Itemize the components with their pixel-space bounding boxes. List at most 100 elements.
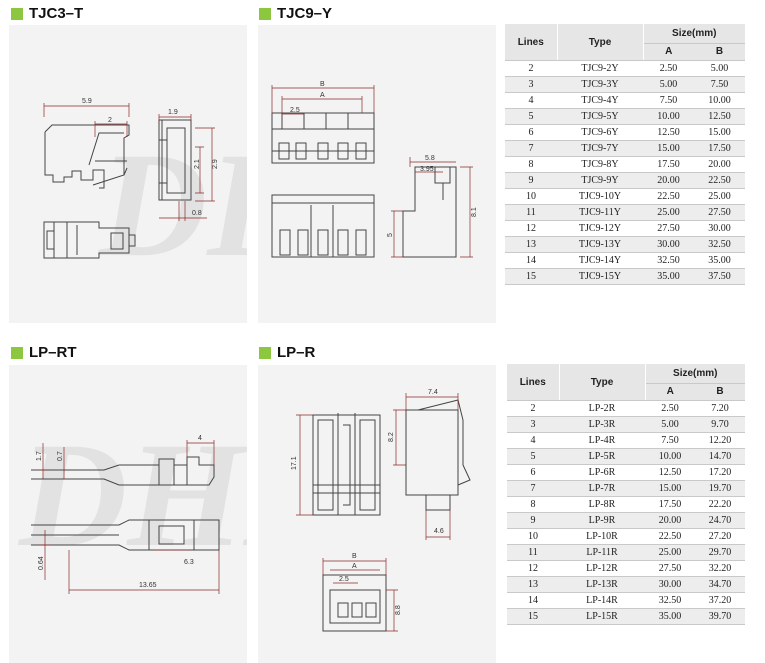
cell-b: 17.20 — [695, 464, 746, 481]
header-size: Size(mm) — [645, 364, 746, 384]
section-title-lpr: LP–R — [259, 344, 315, 361]
cell-type: LP-5R — [559, 448, 645, 465]
cell-a: 25.00 — [643, 204, 694, 221]
cell-lines: 6 — [505, 124, 557, 141]
cell-type: LP-2R — [559, 400, 645, 417]
cell-b: 27.50 — [694, 204, 746, 221]
lpr-title-text: LP–R — [277, 344, 316, 361]
cell-b: 17.50 — [694, 140, 746, 157]
header-type: Type — [559, 364, 646, 401]
cell-b: 32.50 — [694, 236, 746, 253]
cell-type: LP-9R — [559, 512, 645, 529]
cell-b: 19.70 — [695, 480, 746, 497]
cell-lines: 15 — [505, 268, 557, 285]
cell-a: 22.50 — [645, 528, 695, 545]
dim-label: 0.7 — [57, 451, 64, 461]
header-size: Size(mm) — [643, 24, 746, 44]
dim-label: 13.65 — [139, 582, 157, 589]
cell-b: 12.50 — [694, 108, 746, 125]
cell-lines: 14 — [507, 592, 559, 609]
header-a: A — [645, 383, 695, 401]
cell-b: 34.70 — [695, 576, 746, 593]
cell-a: 22.50 — [643, 188, 694, 205]
cell-a: 12.50 — [643, 124, 694, 141]
cell-a: 2.50 — [643, 60, 694, 77]
cell-type: TJC9-13Y — [557, 236, 643, 253]
dim-label: 17.1 — [291, 456, 298, 470]
drawing-panel-tjc3t: DHL 5.9 2 — [9, 25, 247, 323]
cell-a: 20.00 — [645, 512, 695, 529]
dim-label: 2.5 — [339, 576, 349, 583]
section-title-tjc9y: TJC9–Y — [259, 5, 332, 22]
cell-b: 20.00 — [694, 156, 746, 173]
cell-a: 30.00 — [645, 576, 695, 593]
cell-a: 35.00 — [643, 268, 694, 285]
cell-b: 39.70 — [695, 608, 746, 625]
dim-label: B — [320, 81, 325, 88]
cell-type: LP-11R — [559, 544, 645, 561]
cell-type: LP-15R — [559, 608, 645, 625]
cell-lines: 8 — [507, 496, 559, 513]
cell-a: 2.50 — [645, 400, 695, 417]
header-lines: Lines — [505, 24, 558, 61]
cell-type: LP-8R — [559, 496, 645, 513]
cell-lines: 10 — [507, 528, 559, 545]
cell-b: 22.20 — [695, 496, 746, 513]
header-b: B — [695, 383, 746, 401]
cell-b: 29.70 — [695, 544, 746, 561]
cell-a: 7.50 — [643, 92, 694, 109]
header-b: B — [694, 43, 746, 61]
cell-lines: 13 — [507, 576, 559, 593]
dim-label: 4.6 — [434, 528, 444, 535]
cell-type: LP-12R — [559, 560, 645, 577]
section-title-tjc3t: TJC3–T — [11, 5, 83, 22]
dim-label: 2.5 — [290, 107, 300, 114]
cell-lines: 13 — [505, 236, 557, 253]
cell-b: 7.20 — [695, 400, 746, 417]
cell-lines: 5 — [507, 448, 559, 465]
dim-label: A — [320, 92, 325, 99]
dim-label: 6.3 — [184, 559, 194, 566]
lprt-title-text: LP–RT — [29, 344, 77, 361]
watermark: DHL — [17, 412, 247, 578]
cell-b: 27.20 — [695, 528, 746, 545]
cell-a: 32.50 — [645, 592, 695, 609]
dim-label: 0.64 — [38, 556, 45, 570]
cell-lines: 4 — [507, 432, 559, 449]
cell-a: 25.00 — [645, 544, 695, 561]
cell-a: 10.00 — [643, 108, 694, 125]
cell-type: TJC9-3Y — [557, 76, 643, 93]
lprt-drawing: DHL 1.7 0.7 4 0.64 6.3 13.65 — [17, 412, 247, 594]
cell-b: 32.20 — [695, 560, 746, 577]
header-lines: Lines — [507, 364, 560, 401]
cell-a: 20.00 — [643, 172, 694, 189]
section-title-lprt: LP–RT — [11, 344, 77, 361]
tjc3t-drawing: DHL 5.9 2 — [43, 98, 247, 288]
dim-label: 8.1 — [471, 207, 478, 217]
cell-type: LP-4R — [559, 432, 645, 449]
cell-type: LP-10R — [559, 528, 645, 545]
cell-lines: 7 — [505, 140, 557, 157]
cell-lines: 14 — [505, 252, 557, 269]
cell-type: TJC9-7Y — [557, 140, 643, 157]
cell-a: 5.00 — [643, 76, 694, 93]
cell-a: 5.00 — [645, 416, 695, 433]
cell-lines: 11 — [507, 544, 559, 561]
cell-lines: 5 — [505, 108, 557, 125]
dim-label: 5 — [387, 233, 394, 237]
